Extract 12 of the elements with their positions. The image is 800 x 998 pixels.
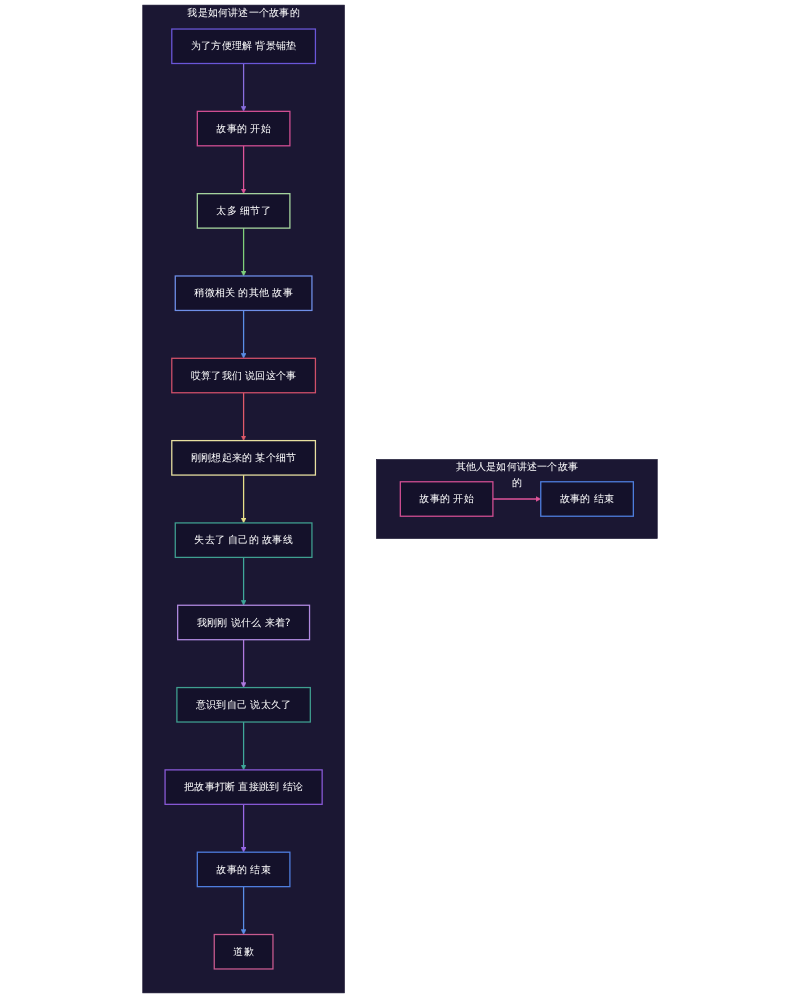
- arrow: [240, 145, 247, 194]
- arrow: [240, 803, 247, 853]
- arrow: [240, 392, 247, 441]
- arrow: [240, 309, 247, 359]
- arrow: [240, 62, 247, 112]
- arrow: [240, 639, 247, 688]
- arrow: [240, 886, 247, 935]
- arrow: [240, 556, 247, 606]
- arrow: [240, 227, 247, 277]
- arrow: [492, 496, 541, 502]
- arrow: [240, 474, 247, 524]
- arrow: [240, 721, 247, 771]
